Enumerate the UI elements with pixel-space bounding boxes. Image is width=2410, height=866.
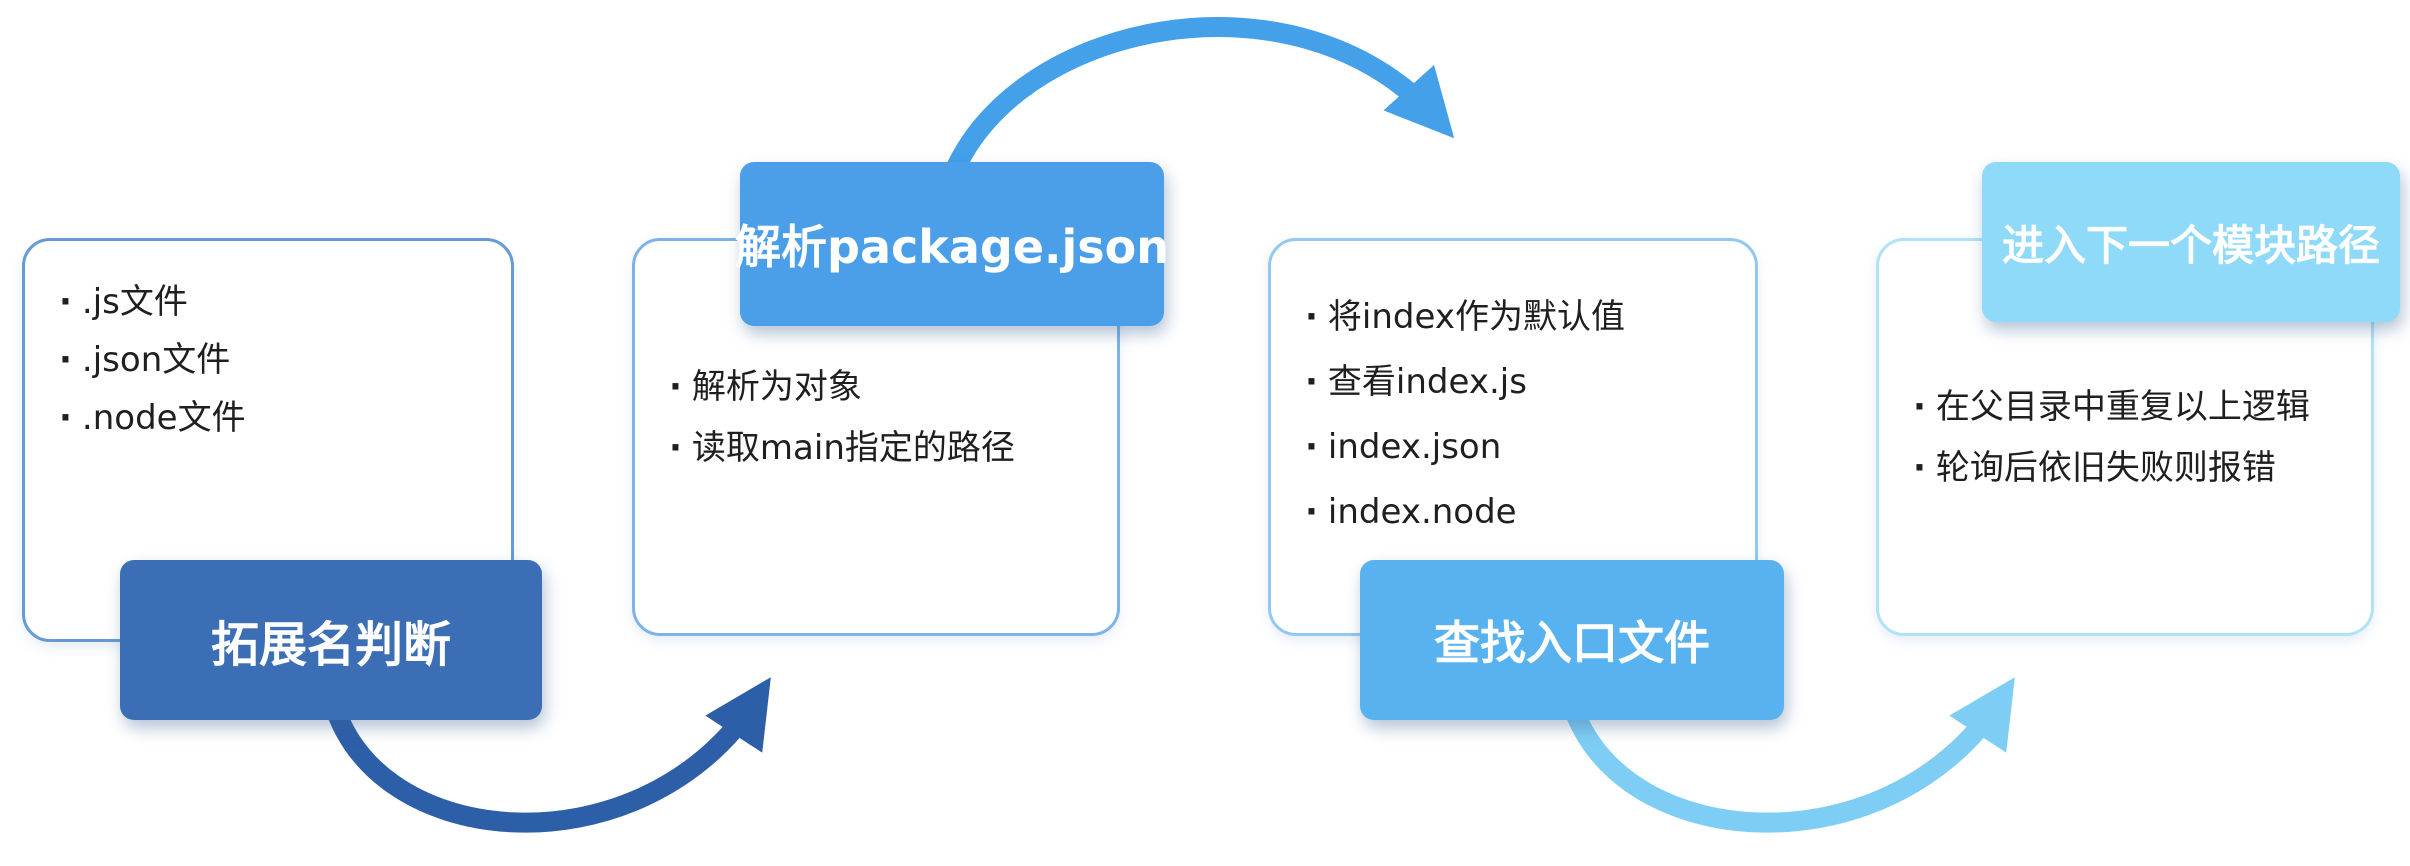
bullet-dot: · bbox=[1305, 297, 1318, 337]
bullet-dot: · bbox=[1913, 448, 1926, 488]
list-item-text: .js文件 bbox=[81, 282, 188, 322]
step2-label: 解析package.json bbox=[735, 162, 1169, 326]
bullet-dot: · bbox=[59, 282, 72, 322]
step4-items: ·在父目录中重复以上逻辑 ·轮询后依旧失败则报错 bbox=[1913, 377, 2351, 499]
list-item: ·index.json bbox=[1305, 415, 1735, 480]
list-item: ·将index作为默认值 bbox=[1305, 285, 1735, 350]
list-item: ·读取main指定的路径 bbox=[669, 418, 1097, 479]
bullet-dot: · bbox=[1305, 492, 1318, 532]
arrow-step3-to-step4 bbox=[1558, 677, 2015, 833]
list-item: ·.node文件 bbox=[59, 389, 491, 447]
list-item: ·解析为对象 bbox=[669, 357, 1097, 418]
list-item: ·查看index.js bbox=[1305, 350, 1735, 415]
arrow-step1-to-step2 bbox=[320, 677, 771, 833]
list-item-text: 解析为对象 bbox=[691, 367, 862, 407]
bullet-dot: · bbox=[669, 367, 682, 407]
list-item-text: 轮询后依旧失败则报错 bbox=[1935, 448, 2276, 488]
bullet-dot: · bbox=[669, 428, 682, 468]
bullet-dot: · bbox=[1913, 387, 1926, 427]
arrow-step2-to-step3 bbox=[940, 17, 1455, 192]
list-item: ·.js文件 bbox=[59, 273, 491, 331]
step3-label: 查找入口文件 bbox=[1360, 560, 1784, 720]
list-item-text: 读取main指定的路径 bbox=[691, 428, 1015, 468]
list-item-text: index.node bbox=[1327, 492, 1517, 532]
list-item-text: 查看index.js bbox=[1327, 362, 1527, 402]
list-item-text: 在父目录中重复以上逻辑 bbox=[1935, 387, 2310, 427]
bullet-dot: · bbox=[59, 340, 72, 380]
bullet-dot: · bbox=[59, 398, 72, 438]
step4-label: 进入下一个模块路径 bbox=[1982, 162, 2400, 322]
list-item: ·index.node bbox=[1305, 480, 1735, 545]
list-item: ·在父目录中重复以上逻辑 bbox=[1913, 377, 2351, 438]
list-item-text: index.json bbox=[1327, 427, 1502, 467]
step3-items: ·将index作为默认值 ·查看index.js ·index.json ·in… bbox=[1305, 285, 1735, 545]
step1-label: 拓展名判断 bbox=[120, 560, 542, 720]
list-item-text: .json文件 bbox=[81, 340, 231, 380]
step2-items: ·解析为对象 ·读取main指定的路径 bbox=[669, 357, 1097, 479]
list-item-text: .node文件 bbox=[81, 398, 246, 438]
list-item: ·轮询后依旧失败则报错 bbox=[1913, 438, 2351, 499]
bullet-dot: · bbox=[1305, 427, 1318, 467]
bullet-dot: · bbox=[1305, 362, 1318, 402]
list-item: ·.json文件 bbox=[59, 331, 491, 389]
step1-items: ·.js文件 ·.json文件 ·.node文件 bbox=[59, 273, 491, 447]
list-item-text: 将index作为默认值 bbox=[1327, 297, 1625, 337]
